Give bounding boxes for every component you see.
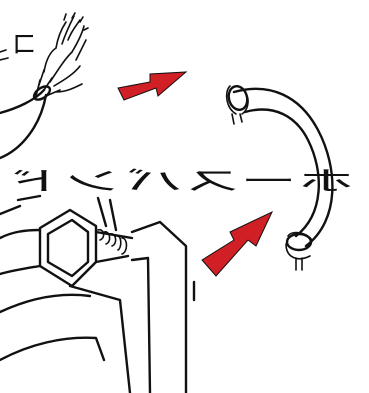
cut-hose-end-illustration (0, 12, 89, 160)
clamp-bottom (285, 231, 313, 271)
clamp-on-fitting (0, 194, 196, 393)
clamp-top (225, 84, 249, 125)
arrow-upper (117, 71, 188, 101)
arrow-lower (201, 210, 274, 277)
mirrored-char: コ (10, 30, 37, 60)
hose-band-label: ホースバンド (5, 167, 355, 197)
hose-with-clamps (225, 84, 334, 271)
